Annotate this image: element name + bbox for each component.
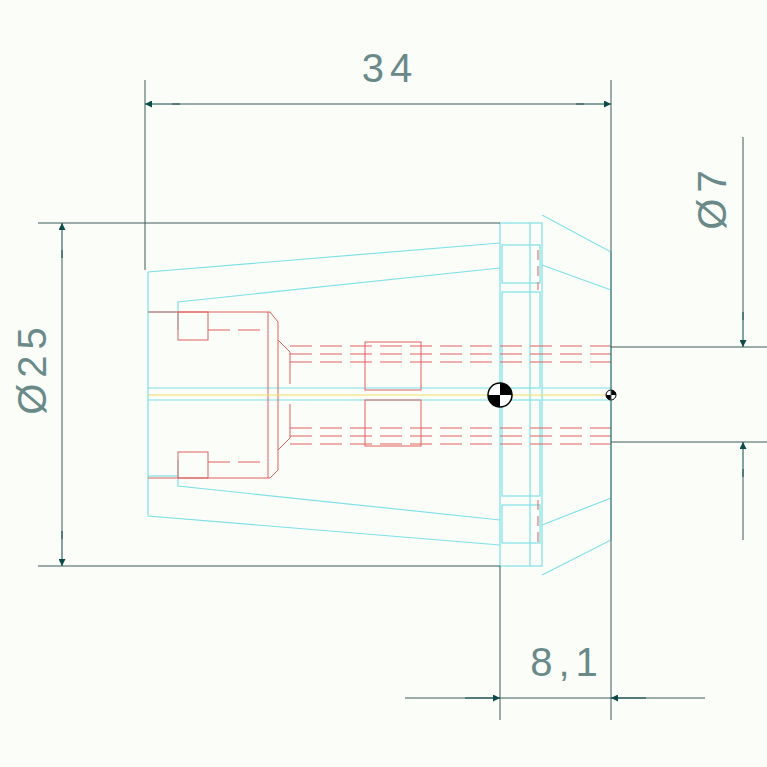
- center-marker: [488, 383, 616, 407]
- center-line: [148, 394, 611, 395]
- collet-outline: [148, 215, 611, 575]
- hidden-lines: [148, 250, 611, 545]
- dimension-lines: [38, 80, 767, 720]
- dimension-value: 34: [362, 48, 419, 88]
- dimension-value: 8,1: [530, 642, 604, 682]
- dimension-value: Ø25: [12, 321, 52, 415]
- dimension-value: Ø7: [692, 164, 732, 229]
- dimension-arrows: [62, 104, 743, 698]
